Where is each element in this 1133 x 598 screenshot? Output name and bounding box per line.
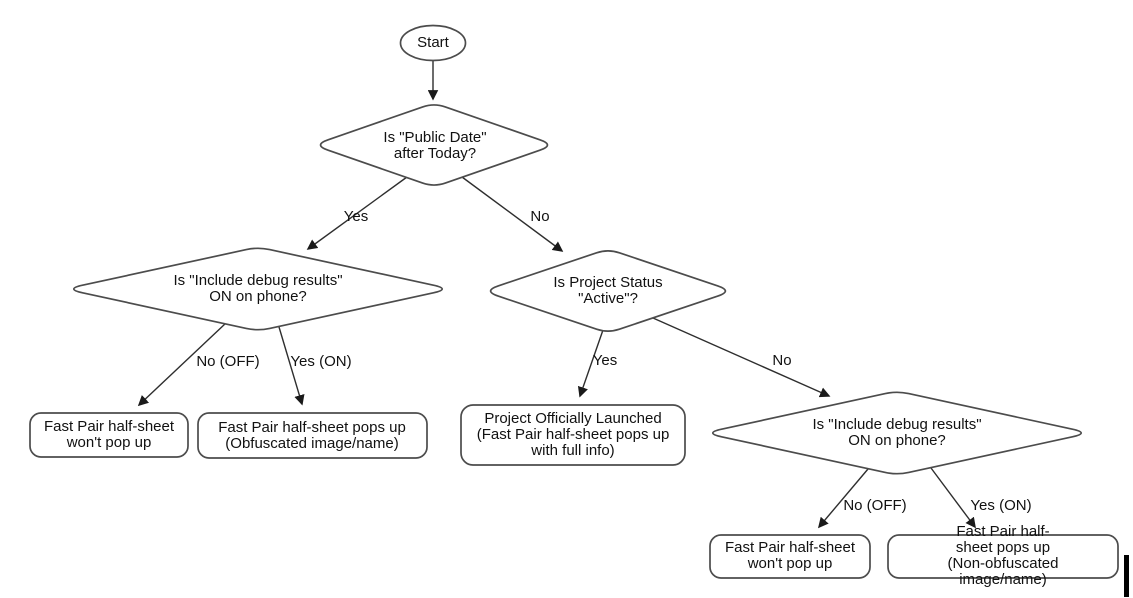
edge-label-debug-left-no: No (OFF)	[196, 353, 260, 370]
edge-debug-right-yes	[930, 467, 976, 529]
terminal-no-popup-left-shape	[29, 412, 189, 458]
edge-project-status-yes	[577, 329, 604, 398]
terminal-no-popup-right-shape	[709, 534, 871, 579]
start-node-shape	[399, 24, 467, 62]
text-cursor-artifact	[1124, 555, 1129, 597]
edge-debug-right-no	[817, 468, 869, 529]
start-node-label: Start	[417, 34, 449, 51]
edge-label-public-date-yes: Yes	[343, 208, 369, 225]
terminal-obfuscated-popup-label: Fast Pair half-sheet pops up (Obfuscated…	[218, 419, 406, 452]
terminal-non-obfuscated-popup-label: Fast Pair half-sheet pops up (Non-obfusc…	[947, 523, 1059, 588]
terminal-launched-shape	[460, 404, 686, 466]
edge-label-public-date-no: No	[530, 208, 550, 225]
decision-debug-left-label: Is "Include debug results" ON on phone?	[173, 272, 343, 305]
terminal-launched-label: Project Officially Launched (Fast Pair h…	[476, 410, 670, 459]
decision-public-date-shape	[319, 104, 549, 186]
terminal-non-obfuscated-popup-shape	[887, 534, 1119, 579]
edge-public-date-yes	[306, 176, 408, 250]
decision-debug-right-shape	[711, 391, 1083, 475]
edge-public-date-no	[461, 176, 564, 252]
terminal-obfuscated-popup-shape	[197, 412, 428, 459]
decision-project-status-label: Is Project Status "Active"?	[553, 274, 663, 307]
edge-label-debug-right-no: No (OFF)	[843, 497, 907, 514]
edge-debug-left-no	[137, 322, 227, 407]
decision-public-date-label: Is "Public Date" after Today?	[383, 129, 487, 162]
decision-project-status-shape	[489, 250, 727, 332]
edge-project-status-no	[652, 317, 831, 398]
edge-debug-left-yes	[278, 326, 305, 406]
edge-label-debug-right-yes: Yes (ON)	[970, 497, 1032, 514]
decision-debug-right-label: Is "Include debug results" ON on phone?	[812, 416, 982, 449]
terminal-no-popup-right-label: Fast Pair half-sheet won't pop up	[724, 539, 856, 572]
edge-label-debug-left-yes: Yes (ON)	[290, 353, 352, 370]
edge-label-project-status-no: No	[772, 352, 792, 369]
decision-debug-left-shape	[72, 247, 444, 331]
edge-label-project-status-yes: Yes	[592, 352, 618, 369]
terminal-no-popup-left-label: Fast Pair half-sheet won't pop up	[43, 418, 175, 451]
